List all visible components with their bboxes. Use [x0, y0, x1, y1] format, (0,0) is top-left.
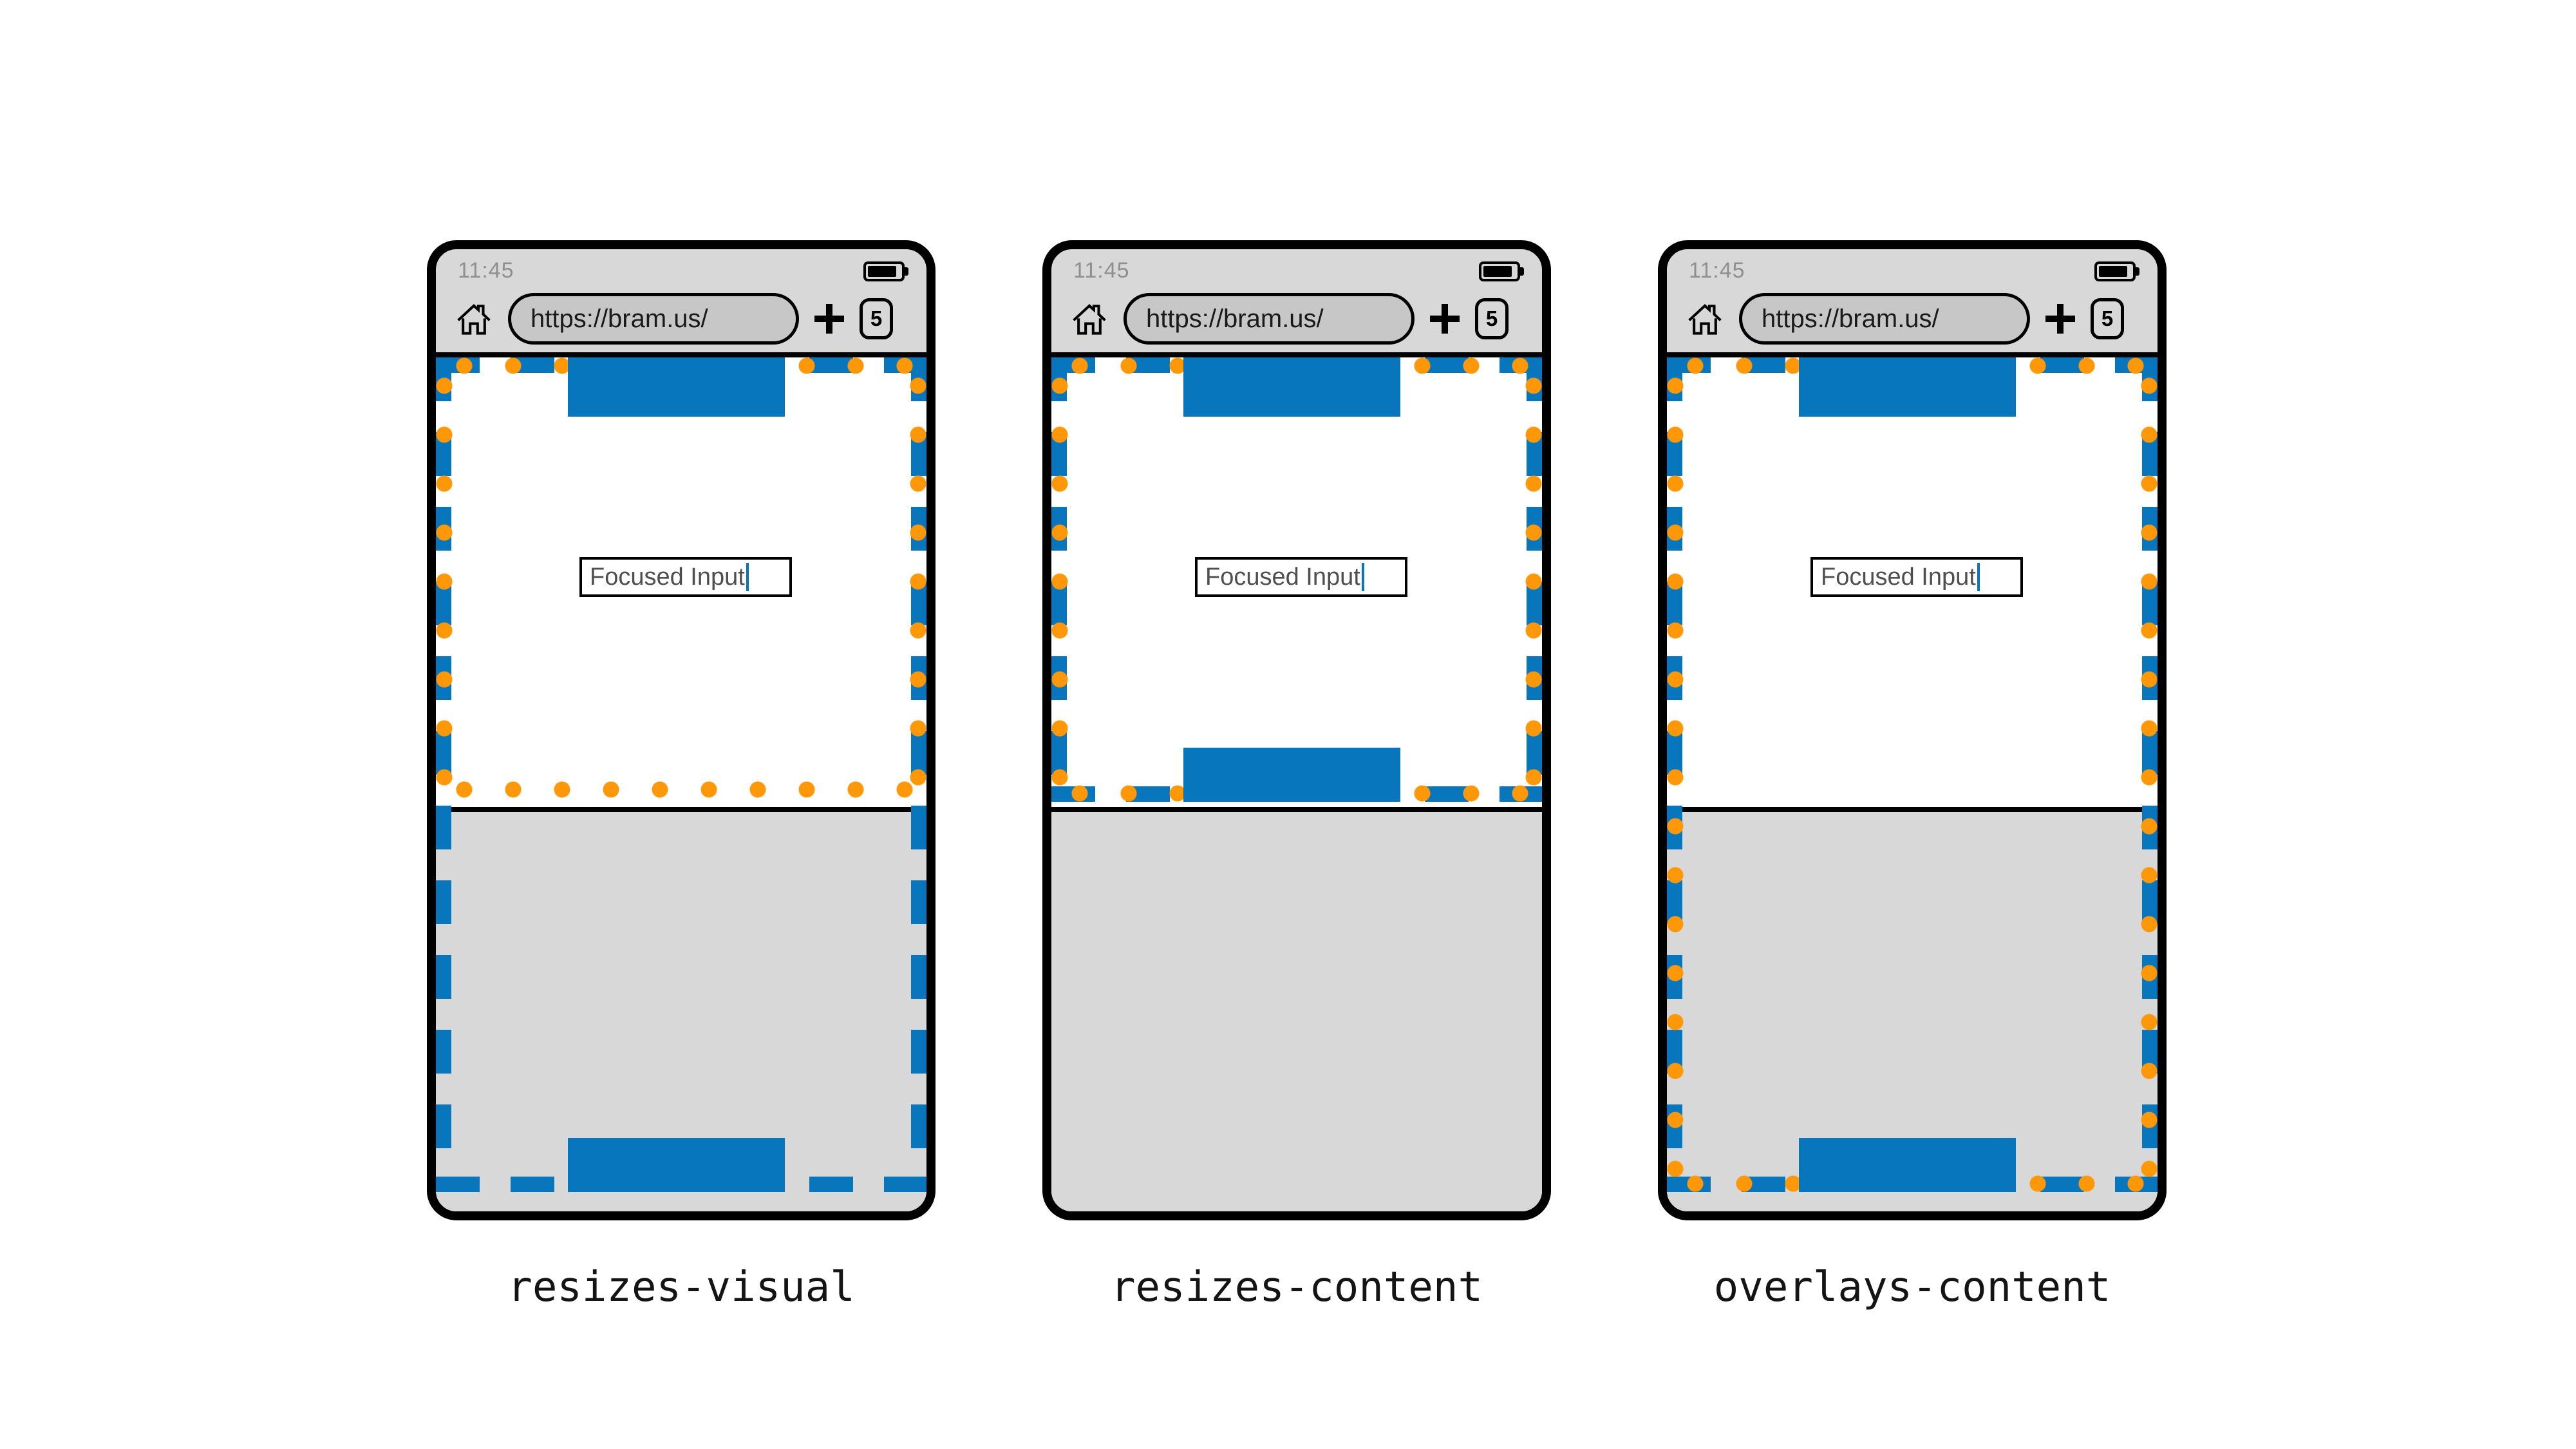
phone-frame-resizes-visual: 11:45 https://bram.us/ 5 Focused In	[427, 240, 935, 1220]
phone-frame-resizes-content: 11:45 https://bram.us/ 5 Focused In	[1042, 240, 1551, 1220]
battery-nub	[903, 267, 908, 276]
captions-row: resizes-visual resizes-content overlays-…	[427, 1264, 2167, 1311]
content-block-bottom	[1183, 748, 1400, 802]
battery-nub	[1519, 267, 1524, 276]
home-icon[interactable]	[1686, 300, 1724, 337]
focused-input[interactable]: Focused Input	[1195, 557, 1407, 597]
battery-fill	[868, 265, 896, 277]
content-block-top	[1183, 357, 1400, 417]
input-value: Focused Input	[1821, 563, 1976, 591]
virtual-keyboard-area	[1051, 807, 1542, 1211]
screen: Focused Input	[1051, 357, 1542, 1211]
battery-icon	[1479, 261, 1524, 281]
chrome-separator	[436, 352, 926, 357]
screen: Focused Input	[436, 357, 926, 1211]
caption-resizes-content: resizes-content	[1111, 1264, 1483, 1311]
url-bar[interactable]: https://bram.us/	[508, 293, 799, 345]
url-bar[interactable]: https://bram.us/	[1123, 293, 1415, 345]
battery-icon	[2094, 261, 2139, 281]
screen: Focused Input	[1667, 357, 2158, 1211]
text-caret	[746, 563, 749, 591]
status-bar: 11:45	[1667, 249, 2158, 285]
tab-counter-button[interactable]: 5	[1475, 298, 1509, 339]
new-tab-plus-icon[interactable]	[2045, 304, 2075, 334]
content-block-bottom	[568, 1138, 785, 1192]
tab-count: 5	[1485, 307, 1498, 330]
status-bar: 11:45	[436, 249, 926, 285]
caption-overlays-content: overlays-content	[1713, 1264, 2111, 1311]
focused-input[interactable]: Focused Input	[579, 557, 792, 597]
content-block-bottom	[1799, 1138, 2016, 1192]
content-block-top	[1799, 357, 2016, 417]
home-icon[interactable]	[1071, 300, 1108, 337]
input-value: Focused Input	[590, 563, 745, 591]
status-bar: 11:45	[1051, 249, 1542, 285]
new-tab-plus-icon[interactable]	[814, 304, 844, 334]
phones-row: 11:45 https://bram.us/ 5 Focused In	[427, 240, 2167, 1220]
text-caret	[1977, 563, 1980, 591]
status-time: 11:45	[458, 258, 514, 283]
focused-input[interactable]: Focused Input	[1810, 557, 2023, 597]
home-icon[interactable]	[455, 300, 493, 337]
tab-count: 5	[2101, 307, 2114, 330]
status-time: 11:45	[1689, 258, 1745, 283]
new-tab-plus-icon[interactable]	[1430, 304, 1460, 334]
browser-toolbar: https://bram.us/ 5	[1667, 285, 2158, 352]
content-block-top	[568, 357, 785, 417]
url-bar[interactable]: https://bram.us/	[1739, 293, 2030, 345]
tab-count: 5	[870, 307, 883, 330]
chrome-separator	[1051, 352, 1542, 357]
url-text: https://bram.us/	[1146, 304, 1324, 333]
phone-frame-overlays-content: 11:45 https://bram.us/ 5 Focused In	[1658, 240, 2167, 1220]
tab-counter-button[interactable]: 5	[2091, 298, 2124, 339]
chrome-separator	[1667, 352, 2158, 357]
text-caret	[1361, 563, 1364, 591]
caption-resizes-visual: resizes-visual	[507, 1264, 855, 1311]
battery-icon	[863, 261, 908, 281]
url-text: https://bram.us/	[531, 304, 708, 333]
battery-fill	[1483, 265, 1512, 277]
browser-toolbar: https://bram.us/ 5	[436, 285, 926, 352]
battery-nub	[2134, 267, 2139, 276]
input-value: Focused Input	[1205, 563, 1360, 591]
battery-fill	[2099, 265, 2127, 277]
browser-toolbar: https://bram.us/ 5	[1051, 285, 1542, 352]
tab-counter-button[interactable]: 5	[860, 298, 893, 339]
status-time: 11:45	[1073, 258, 1130, 283]
url-text: https://bram.us/	[1762, 304, 1939, 333]
